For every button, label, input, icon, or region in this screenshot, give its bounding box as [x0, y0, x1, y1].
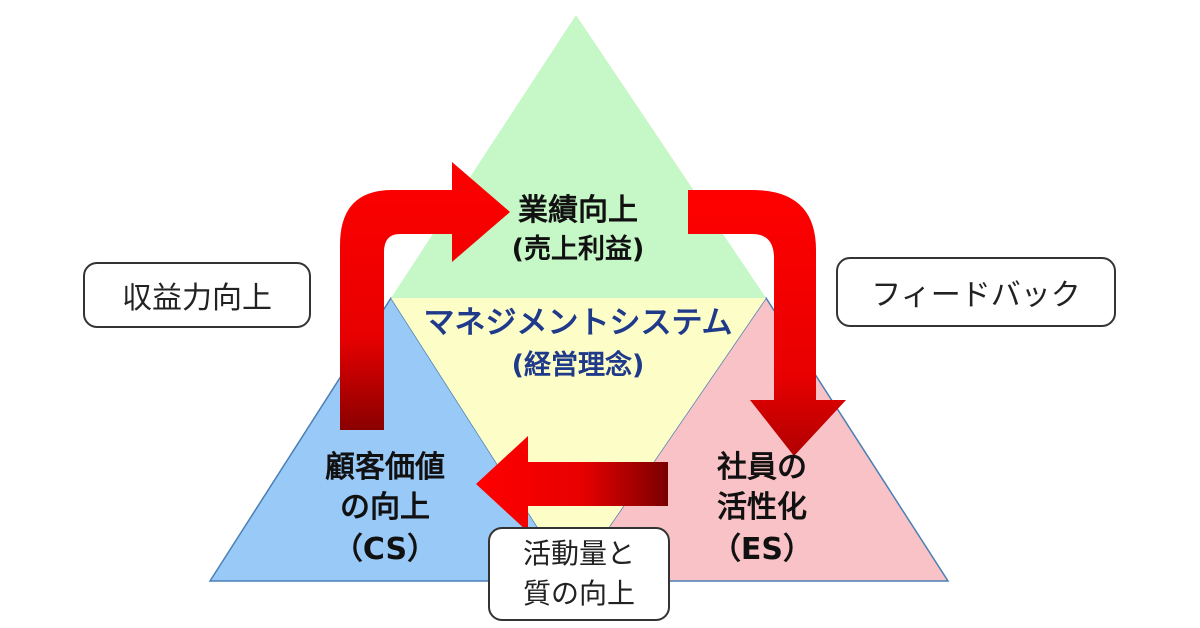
- left-label-line2: の向上: [340, 490, 430, 525]
- left-label-line3: （CS）: [333, 532, 437, 567]
- arrow-left-to-cs: [476, 436, 668, 532]
- center-label-line1: マネジメントシステム: [423, 305, 732, 341]
- top-label-line1: 業績向上: [518, 193, 638, 228]
- profitability-label: 収益力向上: [122, 281, 272, 316]
- center-triangle-management: [391, 298, 766, 581]
- top-label-line2: (売上利益): [512, 234, 645, 265]
- right-label-line2: 活性化: [717, 490, 807, 525]
- activity-quality-line2: 質の向上: [522, 577, 635, 610]
- profitability-box: 収益力向上: [83, 262, 311, 328]
- activity-quality-line1: 活動量と: [522, 537, 635, 570]
- activity-quality-box: 活動量と 質の向上: [488, 527, 670, 621]
- right-label-line1: 社員の: [717, 450, 807, 485]
- arrow-down-to-es: [688, 190, 846, 456]
- feedback-box: フィードバック: [836, 257, 1116, 327]
- arrow-up-to-performance: [340, 162, 510, 430]
- left-label-line1: 顧客価値: [325, 450, 445, 485]
- right-label-line3: （ES）: [711, 532, 813, 567]
- center-label-line2: (経営理念): [512, 349, 645, 381]
- feedback-label: フィードバック: [871, 278, 1081, 313]
